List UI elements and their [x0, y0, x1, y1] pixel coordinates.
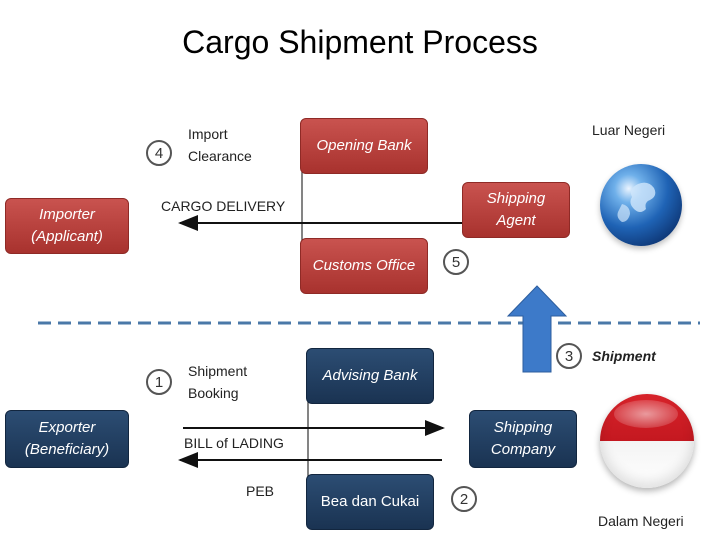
- step-4-label-line2: Clearance: [188, 147, 252, 164]
- globe-icon: [600, 164, 682, 246]
- importer-label-line2: (Applicant): [31, 228, 103, 245]
- importer-label-line1: Importer: [39, 206, 95, 224]
- shipping-company-label-line1: Shipping: [493, 419, 553, 437]
- shipping-company-label-line2: Company: [490, 441, 556, 458]
- step-2-badge: 2: [451, 486, 477, 512]
- customs-office-box: Customs Office: [300, 238, 428, 294]
- shipment-up-arrow: [506, 285, 568, 373]
- step-1-label-line1: Shipment: [188, 363, 248, 379]
- step-4-badge: 4: [146, 140, 172, 166]
- shipping-agent-box: Shipping Agent: [462, 182, 570, 238]
- shipping-agent-label-line2: Agent: [496, 212, 536, 229]
- bill-of-lading-label: BILL of LADING: [184, 435, 284, 451]
- cargo-delivery-label: CARGO DELIVERY: [161, 198, 286, 214]
- step-3-badge: 3: [556, 343, 582, 369]
- shipping-company-box: Shipping Company: [469, 410, 577, 468]
- region-label-luar-negeri: Luar Negeri: [592, 122, 666, 138]
- step-5-badge: 5: [443, 249, 469, 275]
- step-4-label: Import Clearance: [188, 124, 252, 167]
- peb-label: PEB: [246, 483, 275, 499]
- region-label-dalam-negeri: Dalam Negeri: [598, 513, 684, 529]
- exporter-box: Exporter (Beneficiary): [5, 410, 129, 468]
- advising-bank-box: Advising Bank: [306, 348, 434, 404]
- bea-dan-cukai-label: Bea dan Cukai: [320, 493, 420, 511]
- shipping-agent-label-line1: Shipping: [486, 190, 546, 208]
- importer-box: Importer (Applicant): [5, 198, 129, 254]
- page-title: Cargo Shipment Process: [182, 24, 538, 60]
- step-4-label-line1: Import: [188, 126, 228, 142]
- opening-bank-label: Opening Bank: [316, 137, 412, 155]
- advising-bank-label: Advising Bank: [322, 367, 418, 385]
- opening-bank-box: Opening Bank: [300, 118, 428, 174]
- step-1-badge: 1: [146, 369, 172, 395]
- indonesia-flag-icon: [600, 394, 694, 488]
- step-3-label: Shipment: [592, 348, 656, 364]
- exporter-label-line2: (Beneficiary): [24, 441, 110, 458]
- step-1-label: Shipment Booking: [188, 361, 247, 404]
- flag-highlight: [614, 400, 678, 428]
- customs-office-label: Customs Office: [312, 257, 416, 275]
- globe-continents: [617, 182, 656, 222]
- bea-dan-cukai-box: Bea dan Cukai: [306, 474, 434, 530]
- exporter-label-line1: Exporter: [38, 419, 96, 437]
- step-1-label-line2: Booking: [188, 384, 239, 401]
